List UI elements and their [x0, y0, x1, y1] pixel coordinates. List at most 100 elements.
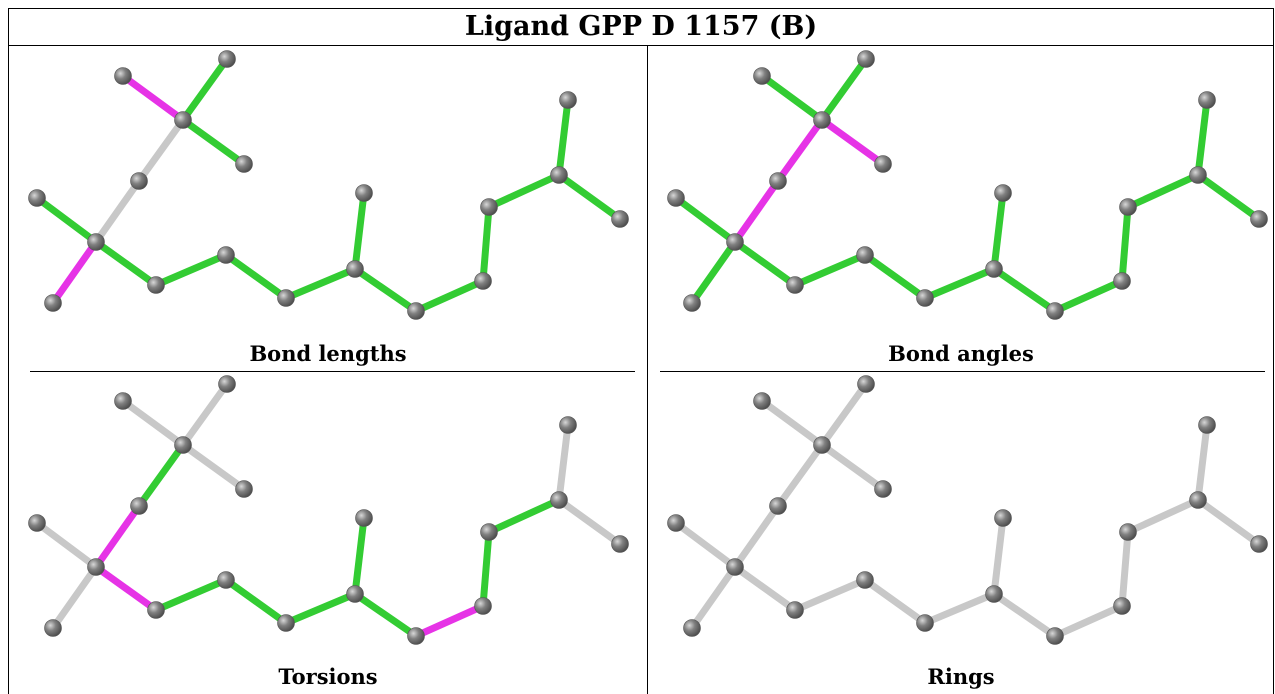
atom-c3 — [916, 614, 934, 632]
bond-c6-c7 — [479, 203, 493, 285]
atom-o5 — [667, 189, 685, 207]
atom-c9 — [559, 91, 577, 109]
bond-angles-panel: Bond angles — [648, 47, 1274, 371]
bond-c8-c10b — [555, 171, 624, 223]
bond-p2-c1 — [92, 238, 160, 289]
atom-c4 — [346, 260, 364, 278]
bond-c8-c9 — [1194, 96, 1211, 179]
bond-p1-o1 — [119, 72, 187, 124]
bond-p1-o2 — [179, 380, 231, 449]
atom-c6 — [1113, 272, 1131, 290]
bond-p2-o6 — [688, 238, 739, 307]
bond-p1-o3 — [818, 441, 887, 493]
atom-c10 — [994, 509, 1012, 527]
rings-caption: Rings — [927, 664, 995, 689]
column-divider — [647, 46, 648, 694]
torsions-molecule — [28, 375, 629, 645]
bond-lengths-panel: Bond lengths — [9, 47, 647, 371]
atom-c4 — [985, 585, 1003, 603]
atom-c10b — [611, 535, 629, 553]
bond-c3-c4 — [921, 590, 998, 627]
atom-o6 — [44, 619, 62, 637]
atom-c9 — [1198, 416, 1216, 434]
atom-o2 — [857, 50, 875, 68]
bond-c3-c4 — [282, 590, 359, 627]
bond-o4-p2 — [92, 177, 143, 246]
atom-o6 — [683, 619, 701, 637]
bond-c3-c4 — [282, 265, 359, 302]
atom-c6 — [474, 597, 492, 615]
atom-p2 — [87, 233, 105, 251]
bond-c8-c9 — [555, 421, 572, 504]
bond-p1-o4 — [774, 441, 826, 510]
atom-c10b — [611, 210, 629, 228]
bond-c4-c10 — [990, 514, 1007, 598]
bond-c4-c10 — [351, 514, 368, 598]
atom-c4 — [985, 260, 1003, 278]
bond-c1-c2 — [791, 251, 869, 289]
bond-p2-o5 — [33, 194, 100, 246]
atom-p2 — [726, 233, 744, 251]
bond-p2-o5 — [33, 519, 100, 571]
atom-c4 — [346, 585, 364, 603]
bond-p2-o6 — [49, 238, 100, 307]
bond-c5-c6 — [412, 277, 487, 315]
atom-c7 — [1119, 523, 1137, 541]
bond-c4-c5 — [351, 590, 420, 640]
bond-c4-c5 — [990, 590, 1059, 640]
rings-molecule — [667, 375, 1268, 645]
bond-c6-c7 — [479, 528, 493, 610]
atom-c2 — [217, 571, 235, 589]
bond-c2-c3 — [861, 251, 929, 302]
atom-p1 — [174, 111, 192, 129]
atom-p2 — [87, 558, 105, 576]
atom-o2 — [857, 375, 875, 393]
bond-lengths-caption: Bond lengths — [249, 341, 407, 366]
bond-p2-c1 — [731, 563, 799, 614]
bond-p2-o5 — [672, 519, 739, 571]
bond-p1-o4 — [135, 116, 187, 185]
atom-c7 — [480, 198, 498, 216]
bond-c2-c3 — [861, 576, 929, 627]
bond-c8-c9 — [555, 96, 572, 179]
atom-c10b — [1250, 535, 1268, 553]
bond-p1-o3 — [818, 116, 887, 168]
bond-c2-c3 — [222, 576, 290, 627]
atom-o5 — [667, 514, 685, 532]
row-divider-right — [660, 371, 1265, 372]
bond-c7-c8 — [485, 171, 563, 211]
bond-p2-c1 — [731, 238, 799, 289]
atom-c5 — [1046, 627, 1064, 645]
bond-p2-c1 — [92, 563, 160, 614]
atom-c1 — [147, 276, 165, 294]
atom-o4 — [130, 172, 148, 190]
atom-c8 — [1189, 491, 1207, 509]
atom-c2 — [856, 571, 874, 589]
torsions-caption: Torsions — [278, 664, 378, 689]
bond-c7-c8 — [1124, 496, 1202, 536]
bond-c4-c10 — [990, 189, 1007, 273]
atom-o3 — [874, 480, 892, 498]
atom-c3 — [277, 614, 295, 632]
bond-c1-c2 — [152, 251, 230, 289]
atom-c8 — [550, 166, 568, 184]
bond-p1-o2 — [179, 55, 231, 124]
atom-c7 — [480, 523, 498, 541]
atom-c10b — [1250, 210, 1268, 228]
atom-o4 — [769, 497, 787, 515]
atom-c1 — [786, 601, 804, 619]
bond-c1-c2 — [791, 576, 869, 614]
bond-p1-o3 — [179, 441, 248, 493]
atom-c9 — [559, 416, 577, 434]
atom-o6 — [44, 294, 62, 312]
atom-o1 — [114, 67, 132, 85]
bond-p2-o6 — [49, 563, 100, 632]
bond-c7-c8 — [1124, 171, 1202, 211]
atom-o6 — [683, 294, 701, 312]
bond-o4-p2 — [92, 502, 143, 571]
atom-o4 — [769, 172, 787, 190]
atom-o5 — [28, 514, 46, 532]
bond-p2-o5 — [672, 194, 739, 246]
bond-c5-c6 — [1051, 277, 1126, 315]
bond-p1-o2 — [818, 380, 870, 449]
